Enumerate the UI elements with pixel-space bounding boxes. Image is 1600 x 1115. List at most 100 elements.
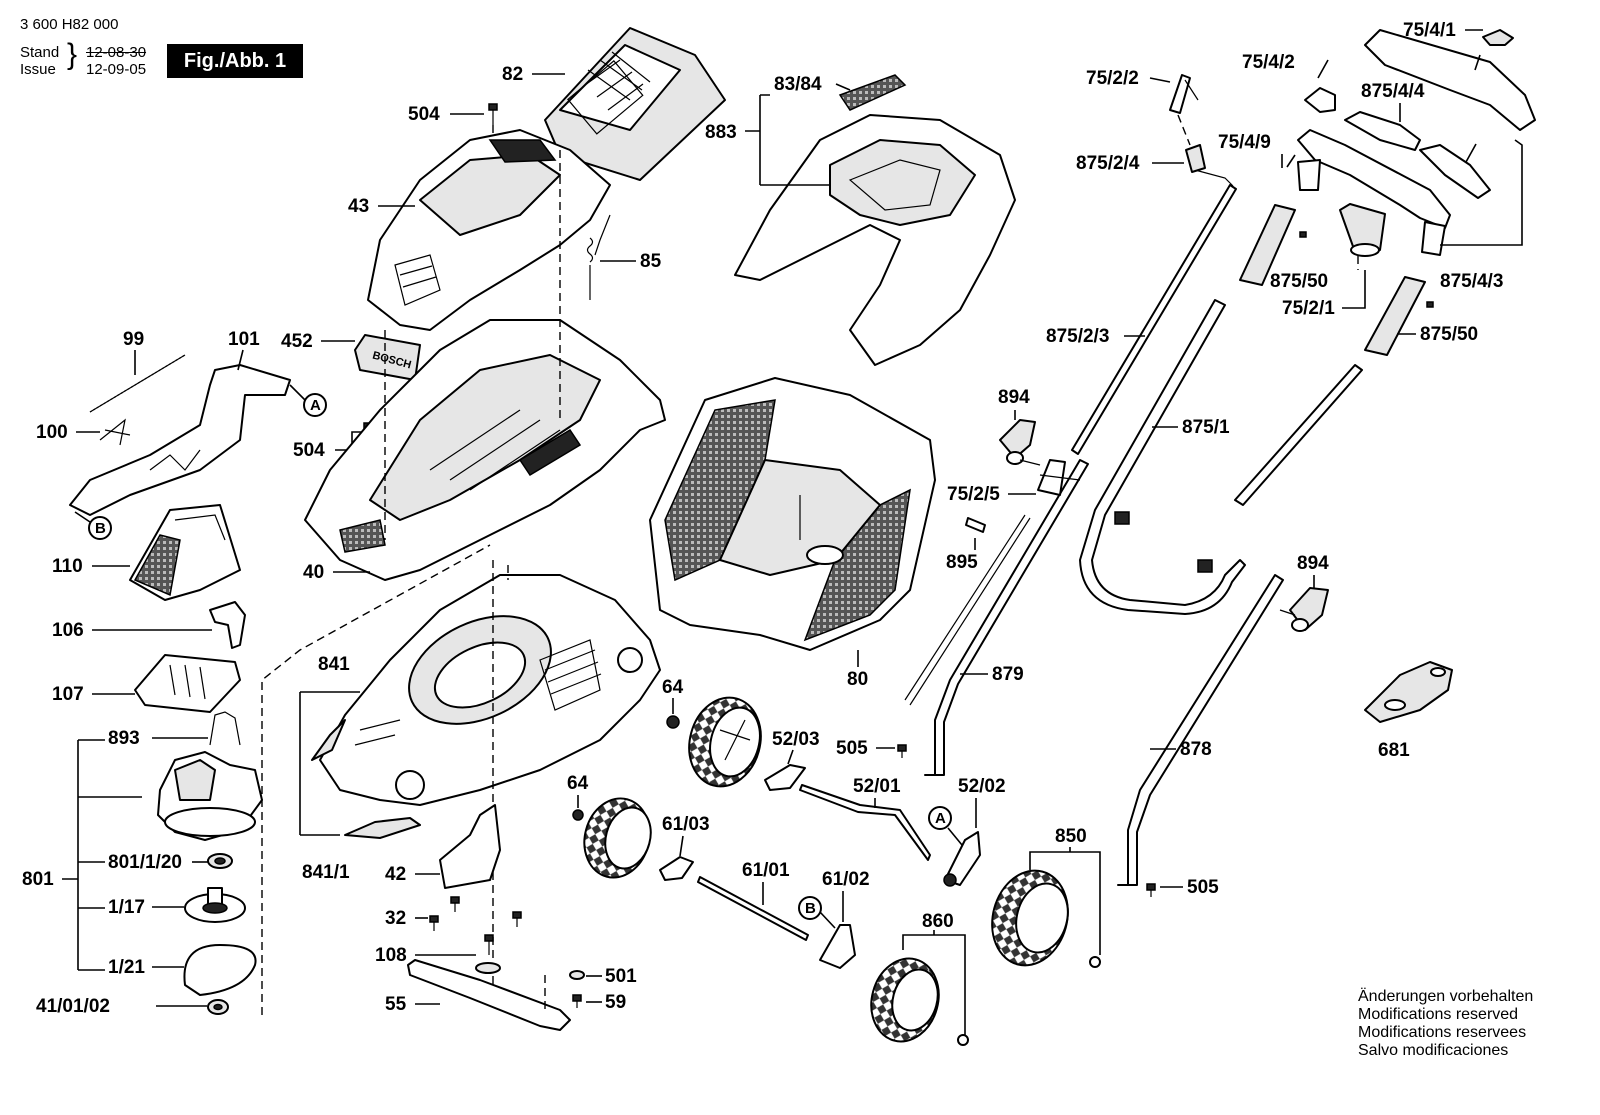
ref-label-A-right: A: [935, 810, 946, 827]
label-61-02: 61/02: [822, 869, 870, 890]
callout-878: 878: [1150, 739, 1212, 760]
label-43: 43: [348, 196, 369, 217]
callout-875-4-3: 875/4/3: [1440, 139, 1523, 292]
part-100-clip: [99, 418, 131, 446]
label-110: 110: [52, 556, 83, 577]
label-42: 42: [385, 864, 406, 885]
label-894-lower: 894: [1297, 553, 1329, 574]
part-879-lower-handle: [924, 459, 1089, 776]
callout-883: 883: [705, 94, 830, 186]
label-61-03: 61/03: [662, 814, 710, 835]
label-875-4-4: 875/4/4: [1361, 81, 1425, 102]
callout-107: 107: [52, 684, 135, 705]
part-1-17-pulley: [184, 887, 246, 923]
callout-1-17: 1/17: [108, 897, 184, 918]
callout-75-4-2: 75/4/2: [1242, 52, 1295, 73]
ref-circle-A-left: A: [289, 384, 327, 417]
part-82-top-cover: [544, 27, 726, 181]
callout-75-2-1: 75/2/1: [1282, 270, 1366, 319]
part-505-screw-lower: [1146, 883, 1156, 897]
label-1-21: 1/21: [108, 957, 145, 978]
part-cable-line: [904, 514, 1031, 706]
label-40: 40: [303, 562, 324, 583]
label-52-03: 52/03: [772, 729, 820, 750]
callout-80: 80: [847, 650, 868, 690]
callout-801-1-20: 801/1/20: [108, 852, 208, 873]
figure-badge: Fig./Abb. 1: [167, 44, 303, 78]
callout-61-03: 61/03: [662, 814, 710, 857]
callout-55: 55: [385, 994, 440, 1015]
part-850-front-wheel: [991, 869, 1101, 968]
part-875-50-end-cap-left: [1239, 204, 1307, 286]
label-75-2-5: 75/2/5: [947, 484, 1000, 505]
label-875-50: 875/50: [1270, 271, 1328, 292]
label-59: 59: [605, 992, 626, 1013]
part-875-2-3-upper-bar: [1071, 169, 1237, 455]
part-878-lower-handle: [1117, 574, 1284, 886]
part-841-1-flaps: [311, 719, 421, 839]
part-875-50-end-cap-right: [1364, 276, 1434, 356]
callout-75-2-5: 75/2/5: [947, 484, 1036, 505]
part-85-spring: [586, 214, 611, 300]
ref-circle-B-right: B: [798, 896, 836, 929]
label-75-2-2: 75/2/2: [1086, 68, 1139, 89]
callout-83-84: 83/84: [774, 74, 851, 95]
callout-40: 40: [303, 562, 370, 583]
callout-61-02: 61/02: [822, 869, 870, 922]
issue-date: 12-09-05: [86, 61, 147, 78]
part-452-logo-plate: BOSCH: [354, 334, 421, 381]
callout-860-bracket: 860: [902, 911, 966, 1035]
ref-label-B: B: [95, 520, 106, 537]
part-55-blade: [407, 959, 571, 1031]
callout-85: 85: [600, 251, 662, 272]
part-801-motor: [157, 751, 263, 841]
label-107: 107: [52, 684, 84, 705]
label-85: 85: [640, 251, 662, 272]
callout-504-lower: 504: [293, 431, 362, 461]
part-99-spring: [89, 354, 186, 413]
label-504: 504: [408, 104, 440, 125]
label-83-84: 83/84: [774, 74, 822, 95]
part-43-upper-housing: [367, 129, 611, 331]
label-55: 55: [385, 994, 407, 1015]
ref-label-B-right: B: [805, 900, 816, 917]
callout-875-1: 875/1: [1152, 417, 1230, 438]
label-860: 860: [922, 911, 954, 932]
label-841-1: 841/1: [302, 862, 350, 883]
callout-1-21: 1/21: [108, 957, 184, 978]
part-801-1-20-bearing: [207, 853, 233, 869]
label-61-01: 61/01: [742, 860, 790, 881]
part-61-03-bushing: [659, 856, 694, 881]
callout-108: 108: [375, 945, 476, 966]
label-32: 32: [385, 908, 406, 929]
part-875-4-4-grip-cover: [1304, 87, 1491, 199]
label-108: 108: [375, 945, 407, 966]
callout-64-upper: 64: [662, 677, 684, 714]
callout-75-2-2: 75/2/2: [1086, 68, 1171, 89]
callout-110: 110: [52, 556, 130, 577]
callout-505-lower: 505: [1160, 877, 1219, 898]
label-75-4-2: 75/4/2: [1242, 52, 1295, 73]
callout-52-01: 52/01: [853, 776, 901, 808]
callout-894-lower: 894: [1297, 553, 1329, 588]
part-895-pin: [965, 517, 986, 533]
part-875-2-4-clip: [1185, 144, 1206, 173]
label-504-lower: 504: [293, 440, 325, 461]
part-108-washer: [475, 934, 501, 974]
callout-43: 43: [348, 196, 415, 217]
callout-100: 100: [36, 422, 100, 443]
part-75-4-2-pin: [1317, 59, 1477, 163]
label-75-4-9: 75/4/9: [1218, 132, 1271, 153]
label-80: 80: [847, 669, 868, 690]
part-501-washer: [569, 970, 585, 980]
part-41-01-02-bushing: [207, 999, 229, 1015]
part-841-chassis-deck: [319, 560, 661, 990]
callout-893: 893: [108, 728, 208, 749]
label-505: 505: [836, 738, 868, 759]
callout-850-bracket: 850: [1029, 826, 1101, 955]
callout-841-bracket: 841: [299, 654, 360, 836]
part-875-1-mid-handle: [1079, 299, 1246, 615]
label-106: 106: [52, 620, 84, 641]
label-501: 501: [605, 966, 637, 987]
